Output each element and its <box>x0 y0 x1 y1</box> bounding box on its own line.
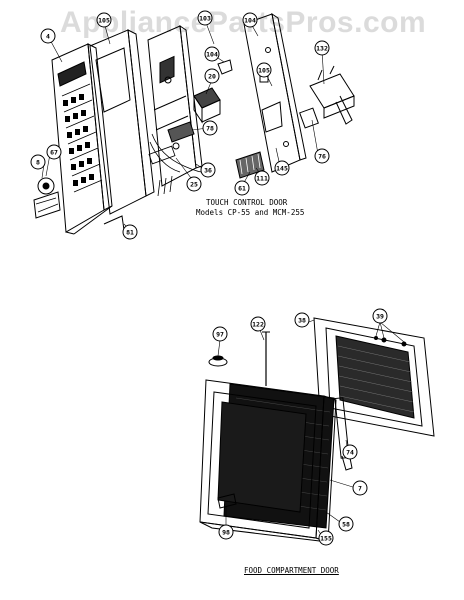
touch-door-models: Models CP-55 and MCM-255 <box>196 208 305 217</box>
control-panel-front <box>51 43 113 235</box>
relay <box>193 87 221 124</box>
callout-111: 111 <box>256 175 268 183</box>
callout-58: 58 <box>342 521 350 529</box>
callout-97: 97 <box>216 331 224 339</box>
callout-7: 7 <box>358 485 362 493</box>
callout-39: 39 <box>376 313 384 321</box>
panel-overlay <box>89 29 155 215</box>
door-small-parts <box>208 331 270 509</box>
door-inner-panel <box>313 317 435 437</box>
callout-4: 4 <box>46 33 50 41</box>
callout-20: 20 <box>208 73 216 81</box>
terminal-block <box>235 151 265 179</box>
callout-105-front: 105 <box>98 17 110 25</box>
clip-bracket <box>217 59 233 75</box>
callout-74: 74 <box>346 449 354 457</box>
callout-103: 103 <box>199 15 211 23</box>
callout-155: 155 <box>320 535 332 543</box>
callout-76: 76 <box>318 153 326 161</box>
connector <box>167 121 195 143</box>
callout-104: 104 <box>244 17 256 25</box>
latch-assembly <box>299 65 355 129</box>
back-plate <box>243 12 307 173</box>
callout-25: 25 <box>190 181 198 189</box>
knob <box>33 177 61 219</box>
callout-36: 36 <box>204 167 212 175</box>
callout-38: 38 <box>298 317 306 325</box>
callout-105-back: 105 <box>258 67 270 75</box>
callout-8: 8 <box>36 159 40 167</box>
callout-78: 78 <box>206 125 214 133</box>
callout-122: 122 <box>252 321 264 329</box>
callout-61: 61 <box>238 185 246 193</box>
touch-door-title: TOUCH CONTROL DOOR <box>206 198 288 207</box>
callout-81: 81 <box>126 229 134 237</box>
food-door-title: FOOD COMPARTMENT DOOR <box>244 566 339 575</box>
door-hinge <box>334 397 353 471</box>
callout-132: 132 <box>316 45 328 53</box>
callout-104b: 104 <box>206 51 218 59</box>
callout-145: 145 <box>276 165 288 173</box>
callout-98: 98 <box>222 529 230 537</box>
callout-circles <box>30 10 388 546</box>
callout-67: 67 <box>50 149 58 157</box>
door-frame <box>199 379 337 543</box>
